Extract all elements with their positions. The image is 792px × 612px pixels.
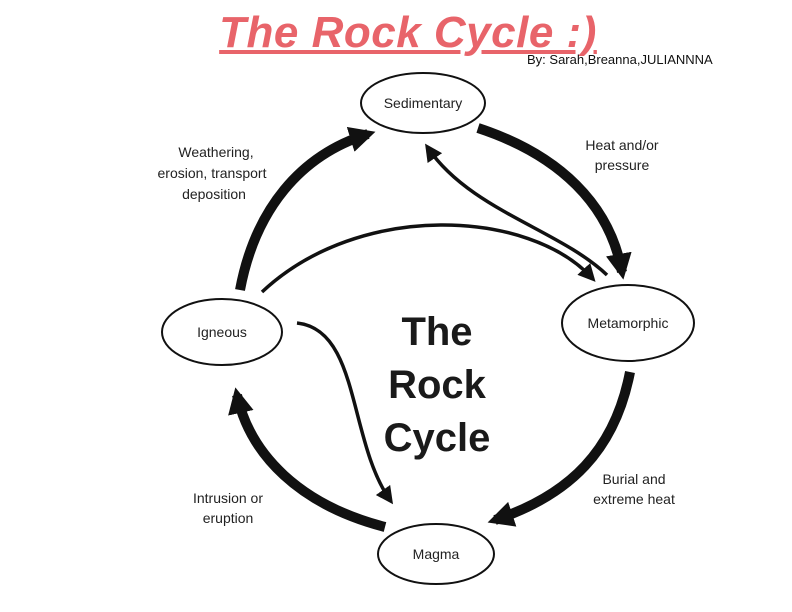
node-igneous: Igneous xyxy=(161,298,283,366)
svg-text:Metamorphic: Metamorphic xyxy=(588,315,669,331)
slide-title: The Rock Cycle :) xyxy=(219,8,597,57)
arrow-metamorphic-to-magma xyxy=(487,371,635,527)
author-byline: By: Sarah,Breanna,JULIANNNA xyxy=(527,52,713,67)
arrow-magma-to-igneous xyxy=(228,387,387,532)
svg-text:Cycle: Cycle xyxy=(384,416,491,460)
label-heat-pressure: Heat and/or pressure xyxy=(585,137,658,173)
node-sedimentary: Sedimentary xyxy=(360,72,486,134)
svg-text:eruption: eruption xyxy=(203,510,254,526)
svg-text:extreme heat: extreme heat xyxy=(593,491,675,507)
svg-text:deposition: deposition xyxy=(182,186,246,202)
label-burial-heat: Burial and extreme heat xyxy=(593,471,675,507)
center-title: The Rock Cycle xyxy=(384,310,491,460)
svg-text:pressure: pressure xyxy=(595,157,650,173)
arrow-igneous-to-metamorphic xyxy=(260,223,596,294)
svg-text:Weathering,: Weathering, xyxy=(178,144,253,160)
svg-text:Intrusion or: Intrusion or xyxy=(193,490,263,506)
svg-text:Igneous: Igneous xyxy=(197,324,247,340)
svg-text:erosion, transport: erosion, transport xyxy=(158,165,267,181)
arrow-igneous-to-sedimentary xyxy=(235,126,376,291)
label-intrusion-eruption: Intrusion or eruption xyxy=(193,490,263,526)
arrow-igneous-to-magma xyxy=(296,321,394,505)
svg-text:Rock: Rock xyxy=(388,363,487,407)
node-metamorphic: Metamorphic xyxy=(561,284,695,362)
svg-text:Magma: Magma xyxy=(413,546,460,562)
arrow-sedimentary-to-metamorphic xyxy=(476,123,632,280)
arrow-metamorphic-to-sedimentary xyxy=(425,143,609,277)
svg-text:The: The xyxy=(401,310,472,354)
node-magma: Magma xyxy=(377,523,495,585)
svg-text:Sedimentary: Sedimentary xyxy=(384,95,463,111)
svg-text:Burial and: Burial and xyxy=(602,471,665,487)
label-weathering: Weathering, erosion, transport depositio… xyxy=(158,144,267,202)
svg-text:Heat and/or: Heat and/or xyxy=(585,137,658,153)
